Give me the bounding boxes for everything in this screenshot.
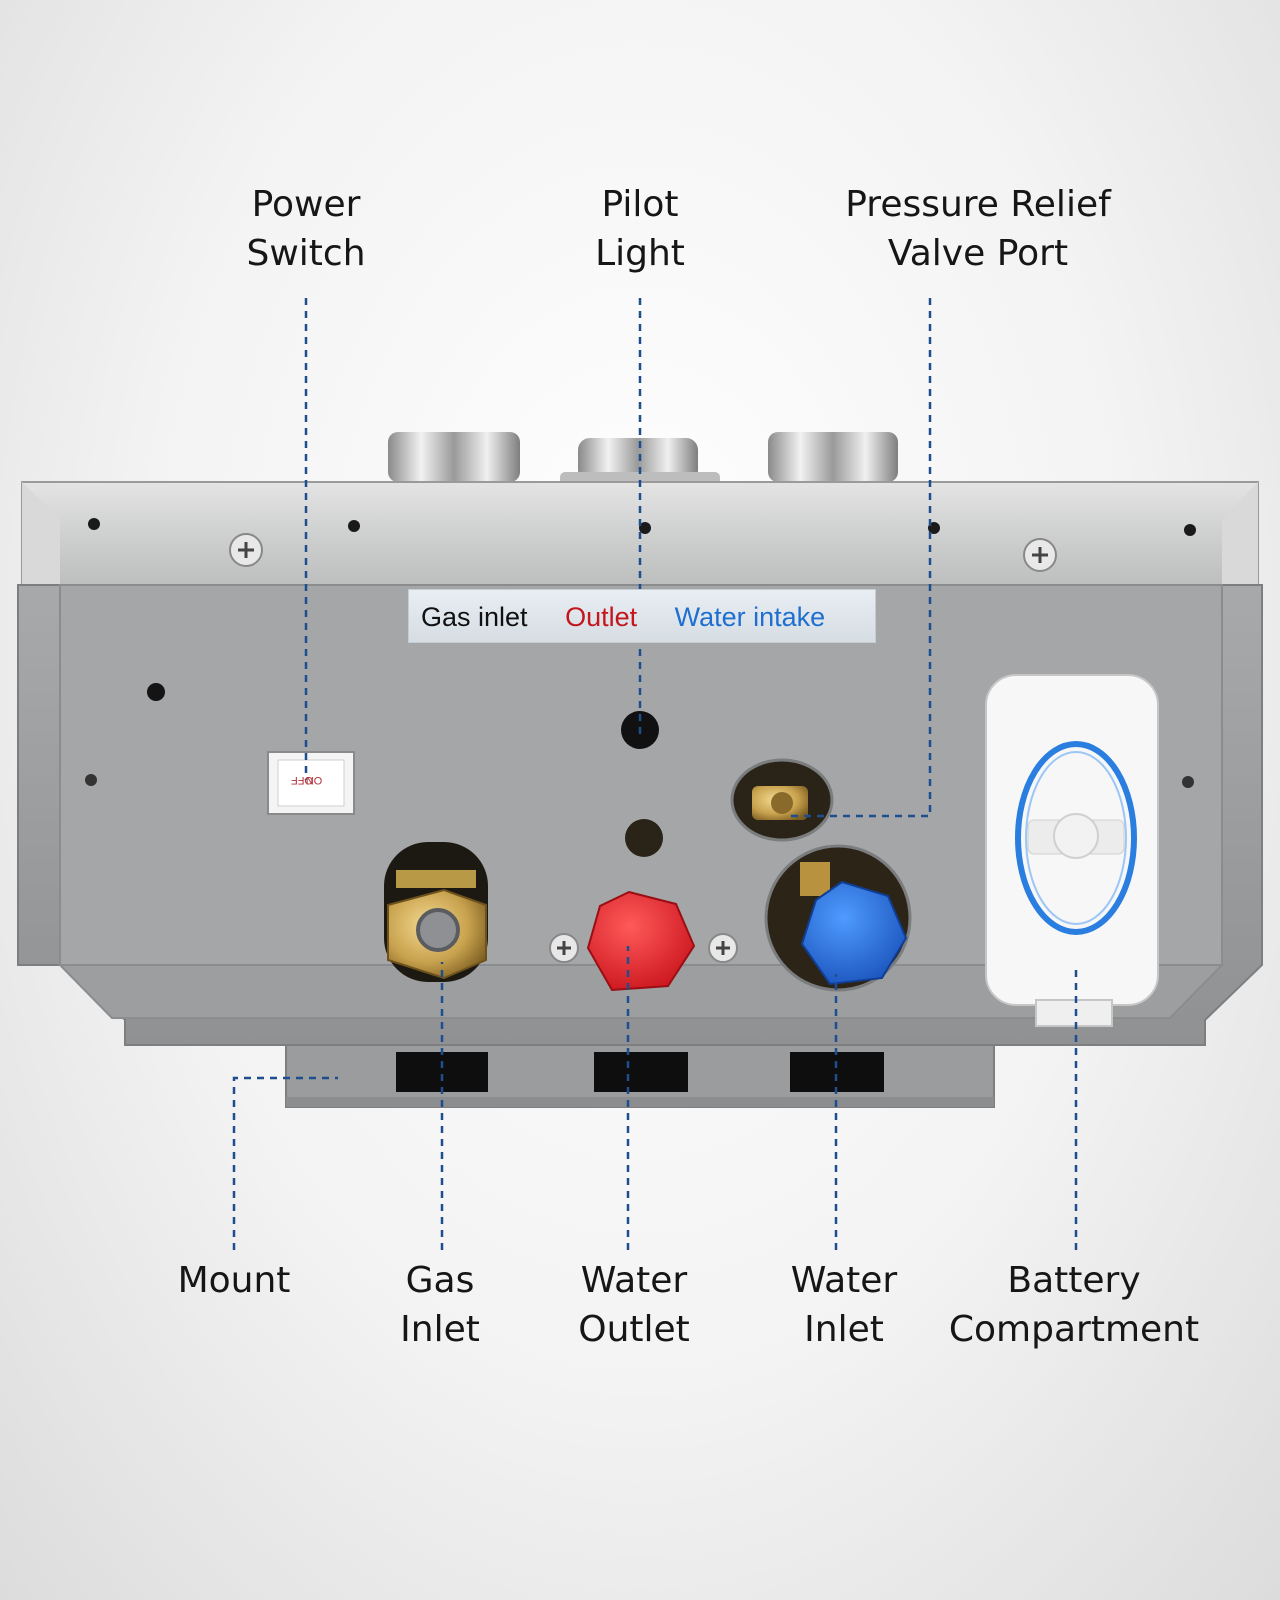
callout-battery-compartment: Battery Compartment bbox=[948, 1260, 1200, 1350]
strip-water-intake: Water intake bbox=[674, 602, 826, 632]
callout-power-switch: Power Switch bbox=[246, 184, 366, 274]
mount-bracket bbox=[285, 1044, 995, 1108]
screw-icon bbox=[1023, 538, 1057, 572]
power-switch bbox=[267, 751, 355, 815]
callout-gas-inlet: Gas Inlet bbox=[400, 1260, 480, 1350]
strip-outlet: Outlet bbox=[565, 602, 638, 632]
top-knobs bbox=[388, 432, 898, 486]
callout-mount: Mount bbox=[177, 1260, 291, 1301]
gas-inlet-fitting bbox=[384, 842, 488, 982]
hex-cap-icon bbox=[586, 890, 696, 992]
callout-pressure-relief: Pressure Relief Valve Port bbox=[845, 184, 1111, 274]
pipe-label-strip: Gas inlet Outlet Water intake bbox=[408, 589, 876, 643]
screw-icon bbox=[229, 533, 263, 567]
callout-water-inlet: Water Inlet bbox=[790, 1260, 898, 1350]
callout-pilot-light: Pilot Light bbox=[595, 184, 685, 274]
leader-mount bbox=[232, 1076, 338, 1250]
power-switch-text: ON OFF bbox=[268, 752, 348, 808]
strip-gas-inlet: Gas inlet bbox=[421, 602, 528, 632]
leader-pressure-relief bbox=[790, 298, 932, 818]
screw-icon bbox=[549, 933, 579, 963]
switch-off-text: OFF bbox=[291, 774, 313, 786]
hex-cap-icon bbox=[800, 880, 908, 986]
screw-icon bbox=[708, 933, 738, 963]
battery-compartment bbox=[985, 674, 1159, 1027]
leader-lines bbox=[232, 298, 1078, 1250]
brass-fitting-icon bbox=[730, 758, 834, 842]
callout-water-outlet: Water Outlet bbox=[578, 1260, 690, 1350]
